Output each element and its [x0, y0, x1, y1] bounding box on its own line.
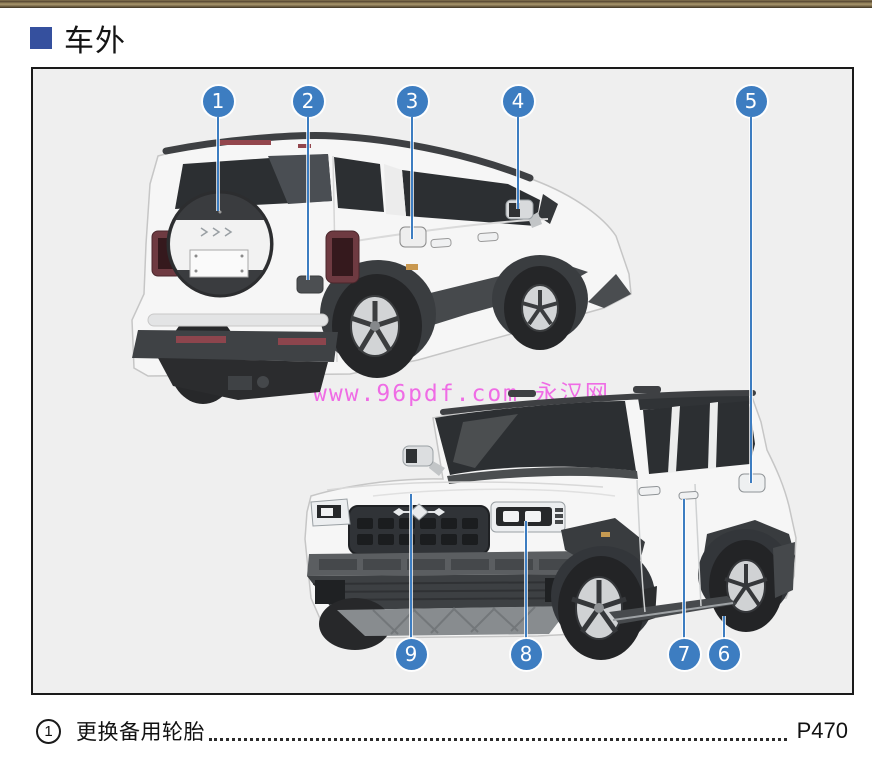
index-item-label: 更换备用轮胎: [76, 721, 205, 744]
dot-leader: [209, 738, 787, 741]
callout-3: 3: [396, 86, 428, 239]
callout-1-badge: 1: [202, 86, 234, 117]
index-item-number: 1: [44, 722, 53, 740]
brand-emblem: [393, 503, 445, 521]
front-grille: [348, 503, 490, 555]
index-item-number-badge: 1: [36, 718, 61, 744]
leader-line: [723, 616, 725, 639]
suv-front-three-quarter-illustration: [304, 386, 797, 660]
callout-8: 8: [510, 521, 542, 670]
leader-line: [307, 117, 309, 280]
leader-line: [410, 494, 412, 639]
index-item-spare-tire[interactable]: 1 更换备用轮胎 P470: [36, 714, 848, 748]
section-header: 车外: [30, 16, 126, 60]
callout-8-badge: 8: [510, 639, 542, 670]
leader-line: [525, 521, 527, 639]
spare-tire-cover: [166, 190, 274, 298]
callout-4-badge: 4: [502, 86, 534, 117]
callout-9: 9: [395, 494, 427, 670]
callout-6-badge: 6: [708, 639, 740, 670]
callout-4: 4: [502, 86, 534, 209]
exterior-diagram-panel: www.96pdf.com 永汉网: [31, 67, 854, 695]
top-border-rule: [0, 0, 872, 8]
license-plate: [189, 249, 249, 278]
section-title: 车外: [64, 25, 126, 58]
callout-6: 6: [708, 616, 740, 670]
leader-line: [517, 117, 519, 209]
leader-line: [750, 117, 752, 483]
side-mirror: [402, 445, 445, 476]
charge-port-flap: [399, 226, 427, 248]
callout-9-badge: 9: [395, 639, 427, 670]
leader-line: [683, 499, 685, 639]
index-item-page-ref: P470: [796, 718, 848, 743]
suv-rear-three-quarter-illustration: [131, 132, 632, 404]
charge-port-flap: [738, 473, 766, 493]
callout-7-badge: 7: [668, 639, 700, 670]
leader-line: [217, 117, 219, 211]
callout-7: 7: [668, 499, 700, 670]
callout-5-badge: 5: [735, 86, 767, 117]
tailgate-handle: [296, 275, 324, 294]
leader-line: [411, 117, 413, 239]
callout-5: 5: [735, 86, 767, 483]
callout-2-badge: 2: [292, 86, 324, 117]
headlight-right: [490, 501, 566, 533]
callout-2: 2: [292, 86, 324, 280]
side-mirror: [505, 199, 542, 228]
callout-3-badge: 3: [396, 86, 428, 117]
headlight-left: [310, 498, 351, 527]
section-bullet-square: [30, 27, 52, 49]
callout-1: 1: [202, 86, 234, 211]
